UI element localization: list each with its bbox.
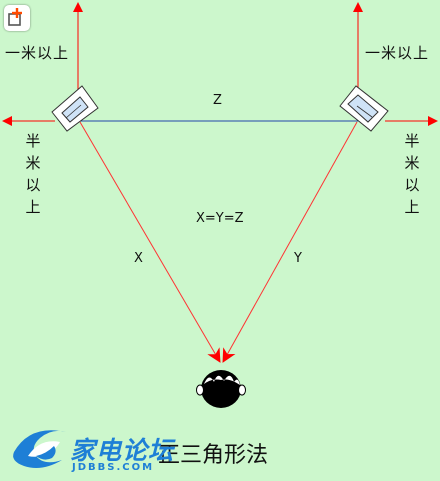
listener-head-icon xyxy=(196,370,246,408)
speaker-right-icon xyxy=(339,85,389,132)
side-x-label: X xyxy=(134,251,143,266)
side-right-clearance-label: 半 米 以 上 xyxy=(403,130,421,218)
side-z-label: Z xyxy=(213,93,222,108)
side-right-char: 米 xyxy=(404,154,420,172)
triangle-side-x xyxy=(79,121,221,363)
side-left-char: 以 xyxy=(25,176,41,194)
jdbbs-logo-icon xyxy=(13,430,66,468)
watermark-url: JDBBS.COM xyxy=(72,462,155,473)
expand-plus-icon xyxy=(8,8,22,26)
triangle-side-y xyxy=(222,121,358,363)
watermark-brand: 家电论坛 xyxy=(70,436,175,465)
diagram-caption: 正三角形法 xyxy=(158,443,269,468)
side-left-char: 米 xyxy=(25,154,41,172)
side-right-char: 上 xyxy=(404,198,420,216)
side-left-clearance-label: 半 米 以 上 xyxy=(24,130,42,218)
top-right-clearance-label: 一米以上 xyxy=(365,44,430,62)
side-y-label: Y xyxy=(294,251,302,266)
side-right-char: 半 xyxy=(404,132,420,150)
expand-button[interactable] xyxy=(4,5,30,31)
side-right-char: 以 xyxy=(404,176,420,194)
speaker-left-icon xyxy=(51,85,99,132)
equation-label: X=Y=Z xyxy=(196,211,244,226)
side-left-char: 上 xyxy=(25,198,41,216)
top-left-clearance-label: 一米以上 xyxy=(5,44,70,62)
side-left-char: 半 xyxy=(25,132,41,150)
